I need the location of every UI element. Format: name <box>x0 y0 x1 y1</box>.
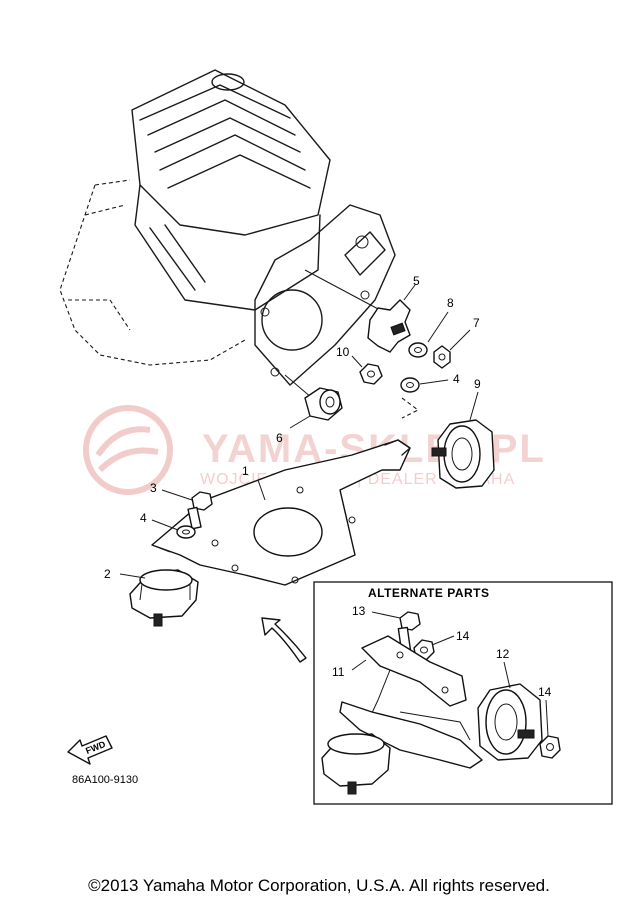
alternate-bracket-outline <box>339 701 483 769</box>
callout-4-upper: 4 <box>453 372 460 386</box>
part-9-engine-mount <box>431 391 495 489</box>
part-1-bracket <box>151 439 411 586</box>
callout-4-lower: 4 <box>140 511 147 525</box>
engine-outline <box>59 69 396 399</box>
copyright-notice: ©2013 Yamaha Motor Corporation, U.S.A. A… <box>88 876 550 895</box>
fwd-arrow-icon: FWD <box>67 735 113 765</box>
diagram-code: 86A100-9130 <box>72 774 138 786</box>
alternate-parts-box: ALTERNATE PARTS 13 14 11 <box>313 581 613 805</box>
part-4-washer-upper <box>400 377 449 419</box>
part-5-damper <box>367 284 416 353</box>
callout-10: 10 <box>336 345 350 359</box>
curved-arrow-icon <box>261 617 307 663</box>
callout-8: 8 <box>447 296 454 310</box>
part-4-washer-lower <box>151 519 196 539</box>
part-7-nut <box>433 329 471 369</box>
part-6-collar <box>289 387 343 429</box>
callout-2: 2 <box>104 567 111 581</box>
part-2-engine-mount <box>119 569 199 627</box>
callout-12: 12 <box>496 647 510 661</box>
part-3-bolt <box>161 489 213 530</box>
callout-1: 1 <box>242 464 249 478</box>
callout-7: 7 <box>473 316 480 330</box>
callout-6: 6 <box>276 431 283 445</box>
part-8-washer <box>408 311 449 358</box>
yamaha-logo-watermark <box>83 405 173 495</box>
callout-14-lower: 14 <box>538 685 552 699</box>
callout-14-upper: 14 <box>456 629 470 643</box>
callout-13: 13 <box>352 604 366 618</box>
callout-3: 3 <box>150 481 157 495</box>
alternate-lower-mount <box>321 733 391 795</box>
part-12-engine-mount <box>477 661 543 761</box>
part-14-nut-lower <box>539 699 561 759</box>
callout-11: 11 <box>332 665 345 679</box>
part-10-nut <box>351 355 383 385</box>
callout-9: 9 <box>474 377 481 391</box>
callout-5: 5 <box>413 274 420 288</box>
alternate-parts-title: ALTERNATE PARTS <box>368 586 490 600</box>
